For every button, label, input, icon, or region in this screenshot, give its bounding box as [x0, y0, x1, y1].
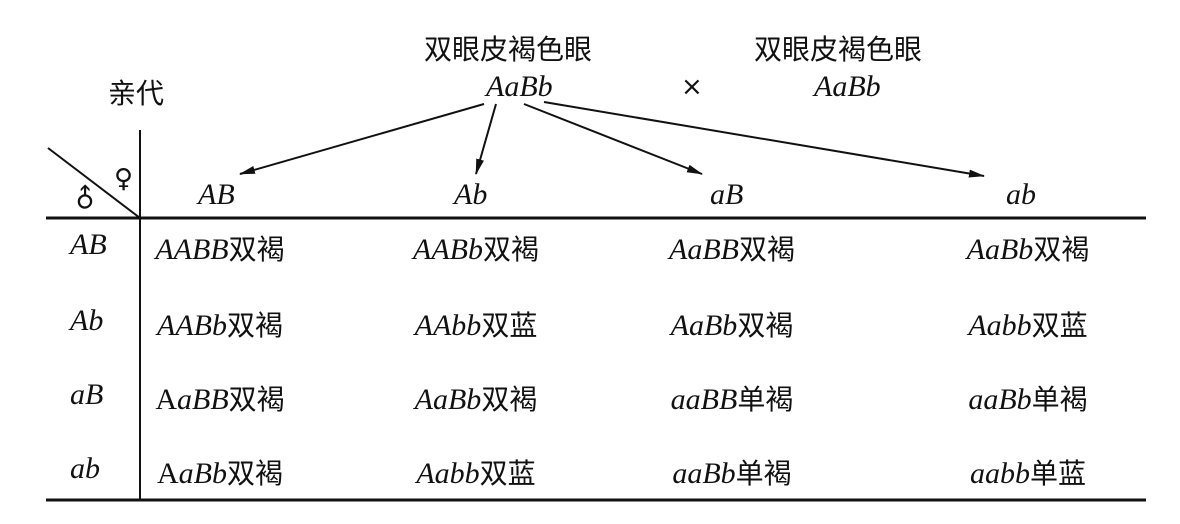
offspring-cell: AABB双褐 — [115, 228, 325, 268]
offspring-phenotype: 双褐 — [228, 233, 285, 266]
offspring-genotype: AABB — [155, 233, 229, 266]
female-gamete-header: aB — [710, 178, 744, 211]
offspring-cell: AAbb双蓝 — [371, 304, 581, 344]
offspring-genotype: AAbb — [414, 309, 482, 342]
offspring-genotype: aBb — [178, 457, 227, 490]
genotype-prefix: A — [156, 457, 179, 490]
corner-diagonal — [47, 147, 141, 219]
offspring-genotype: aaBb — [672, 457, 736, 490]
right-parent-genotype: AaBb — [814, 70, 881, 103]
female-gamete-header: ab — [1006, 178, 1036, 211]
offspring-genotype: Aabb — [416, 457, 480, 490]
parental-label: 亲代 — [108, 77, 165, 110]
genotype-prefix: A — [155, 383, 177, 416]
offspring-phenotype: 双褐 — [228, 383, 285, 416]
left-parent-phenotype: 双眼皮褐色眼 — [424, 33, 593, 66]
offspring-cell: AaBB双褐 — [115, 378, 325, 418]
male-gamete-header: ab — [70, 452, 100, 485]
offspring-phenotype: 单褐 — [735, 457, 792, 490]
offspring-phenotype: 双蓝 — [1031, 309, 1088, 342]
offspring-phenotype: 双褐 — [481, 383, 538, 416]
offspring-cell: aaBB单褐 — [627, 378, 837, 418]
offspring-cell: AaBb双褐 — [923, 228, 1133, 268]
offspring-phenotype: 双蓝 — [479, 457, 536, 490]
female-gamete-header: AB — [198, 178, 235, 211]
offspring-cell: AaBb双褐 — [115, 452, 325, 492]
female-gamete-header: Ab — [454, 178, 488, 211]
offspring-phenotype: 双褐 — [482, 233, 539, 266]
offspring-cell: Aabb双蓝 — [923, 304, 1133, 344]
offspring-cell: Aabb双蓝 — [371, 452, 581, 492]
right-parent-phenotype: 双眼皮褐色眼 — [754, 33, 923, 66]
offspring-cell: aaBb单褐 — [923, 378, 1133, 418]
offspring-genotype: AaBb — [414, 383, 482, 416]
female-symbol-icon: ♀ — [114, 164, 134, 194]
male-gamete-header: Ab — [70, 304, 104, 337]
offspring-phenotype: 双褐 — [737, 309, 794, 342]
offspring-genotype: aaBB — [670, 383, 738, 416]
offspring-phenotype: 单褐 — [1031, 383, 1088, 416]
offspring-phenotype: 双褐 — [1033, 233, 1090, 266]
offspring-phenotype: 双褐 — [226, 457, 283, 490]
cross-symbol: × — [681, 72, 703, 102]
offspring-cell: aaBb单褐 — [627, 452, 837, 492]
offspring-genotype: AaBB — [669, 233, 739, 266]
offspring-genotype: aabb — [969, 457, 1030, 490]
offspring-genotype: aBB — [177, 383, 229, 416]
offspring-phenotype: 双蓝 — [481, 309, 538, 342]
offspring-cell: aabb单蓝 — [923, 452, 1133, 492]
gamete-arrow — [523, 103, 703, 175]
offspring-phenotype: 单褐 — [737, 383, 794, 416]
male-gamete-header: AB — [70, 228, 107, 261]
male-gamete-header: aB — [70, 378, 104, 411]
offspring-phenotype: 双褐 — [738, 233, 795, 266]
gamete-arrow — [239, 103, 485, 175]
offspring-cell: AaBB双褐 — [627, 228, 837, 268]
offspring-genotype: AaBb — [966, 233, 1034, 266]
offspring-cell: AaBb双褐 — [371, 378, 581, 418]
offspring-genotype: Aabb — [968, 309, 1032, 342]
offspring-cell: AaBb双褐 — [627, 304, 837, 344]
offspring-genotype: AABb — [157, 309, 227, 342]
gamete-arrow — [543, 101, 985, 178]
offspring-genotype: AaBb — [670, 309, 738, 342]
offspring-genotype: AABb — [413, 233, 483, 266]
offspring-genotype: aaBb — [968, 383, 1032, 416]
offspring-phenotype: 单蓝 — [1029, 457, 1086, 490]
gamete-arrow — [475, 103, 497, 175]
offspring-cell: AABb双褐 — [371, 228, 581, 268]
offspring-phenotype: 双褐 — [226, 309, 283, 342]
left-parent-genotype: AaBb — [486, 70, 553, 103]
offspring-cell: AABb双褐 — [115, 304, 325, 344]
